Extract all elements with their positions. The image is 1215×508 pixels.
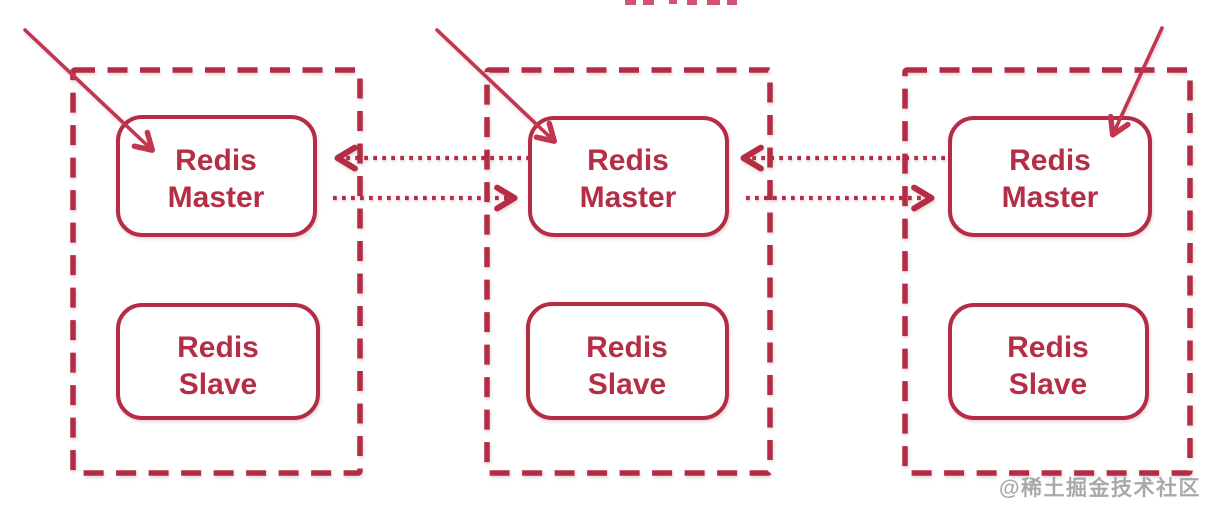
shard-2-slave-node: Redis Slave: [526, 302, 729, 420]
node-label-line: Master: [1002, 181, 1099, 214]
shard-3-master-node: Redis Master: [948, 116, 1152, 237]
node-label-line: Master: [168, 181, 265, 214]
node-label-line: Redis: [1007, 331, 1089, 364]
shard-2-boundary: [484, 67, 773, 476]
node-label-line: Redis: [1009, 144, 1091, 177]
node-label-line: Redis: [586, 331, 668, 364]
watermark: @稀土掘金技术社区: [999, 477, 1201, 500]
cropped-text-fragments: [625, 0, 737, 5]
shard-3-slave-node: Redis Slave: [948, 303, 1149, 420]
node-label-line: Slave: [179, 368, 257, 401]
inbound-arrow-shard1-master: [23, 28, 156, 153]
shard-group-1: Redis Master Redis Slave: [70, 67, 363, 476]
inbound-arrow-shard3-master: [1107, 26, 1164, 138]
node-label-line: Redis: [587, 144, 669, 177]
node-label-line: Redis: [177, 331, 259, 364]
shard-group-3: Redis Master Redis Slave: [902, 67, 1193, 476]
shard-group-2: Redis Master Redis Slave: [484, 67, 773, 476]
shard-1-boundary: [70, 67, 363, 476]
node-label-line: Redis: [175, 144, 257, 177]
node-label-line: Master: [580, 181, 677, 214]
shard-1-master-node: Redis Master: [116, 115, 317, 237]
node-label-line: Slave: [588, 368, 666, 401]
node-label-line: Slave: [1009, 368, 1087, 401]
inbound-arrow-shard2-master: [435, 28, 558, 144]
shard-1-slave-node: Redis Slave: [116, 303, 320, 420]
shard-2-master-node: Redis Master: [528, 116, 729, 237]
shard-3-boundary: [902, 67, 1193, 476]
